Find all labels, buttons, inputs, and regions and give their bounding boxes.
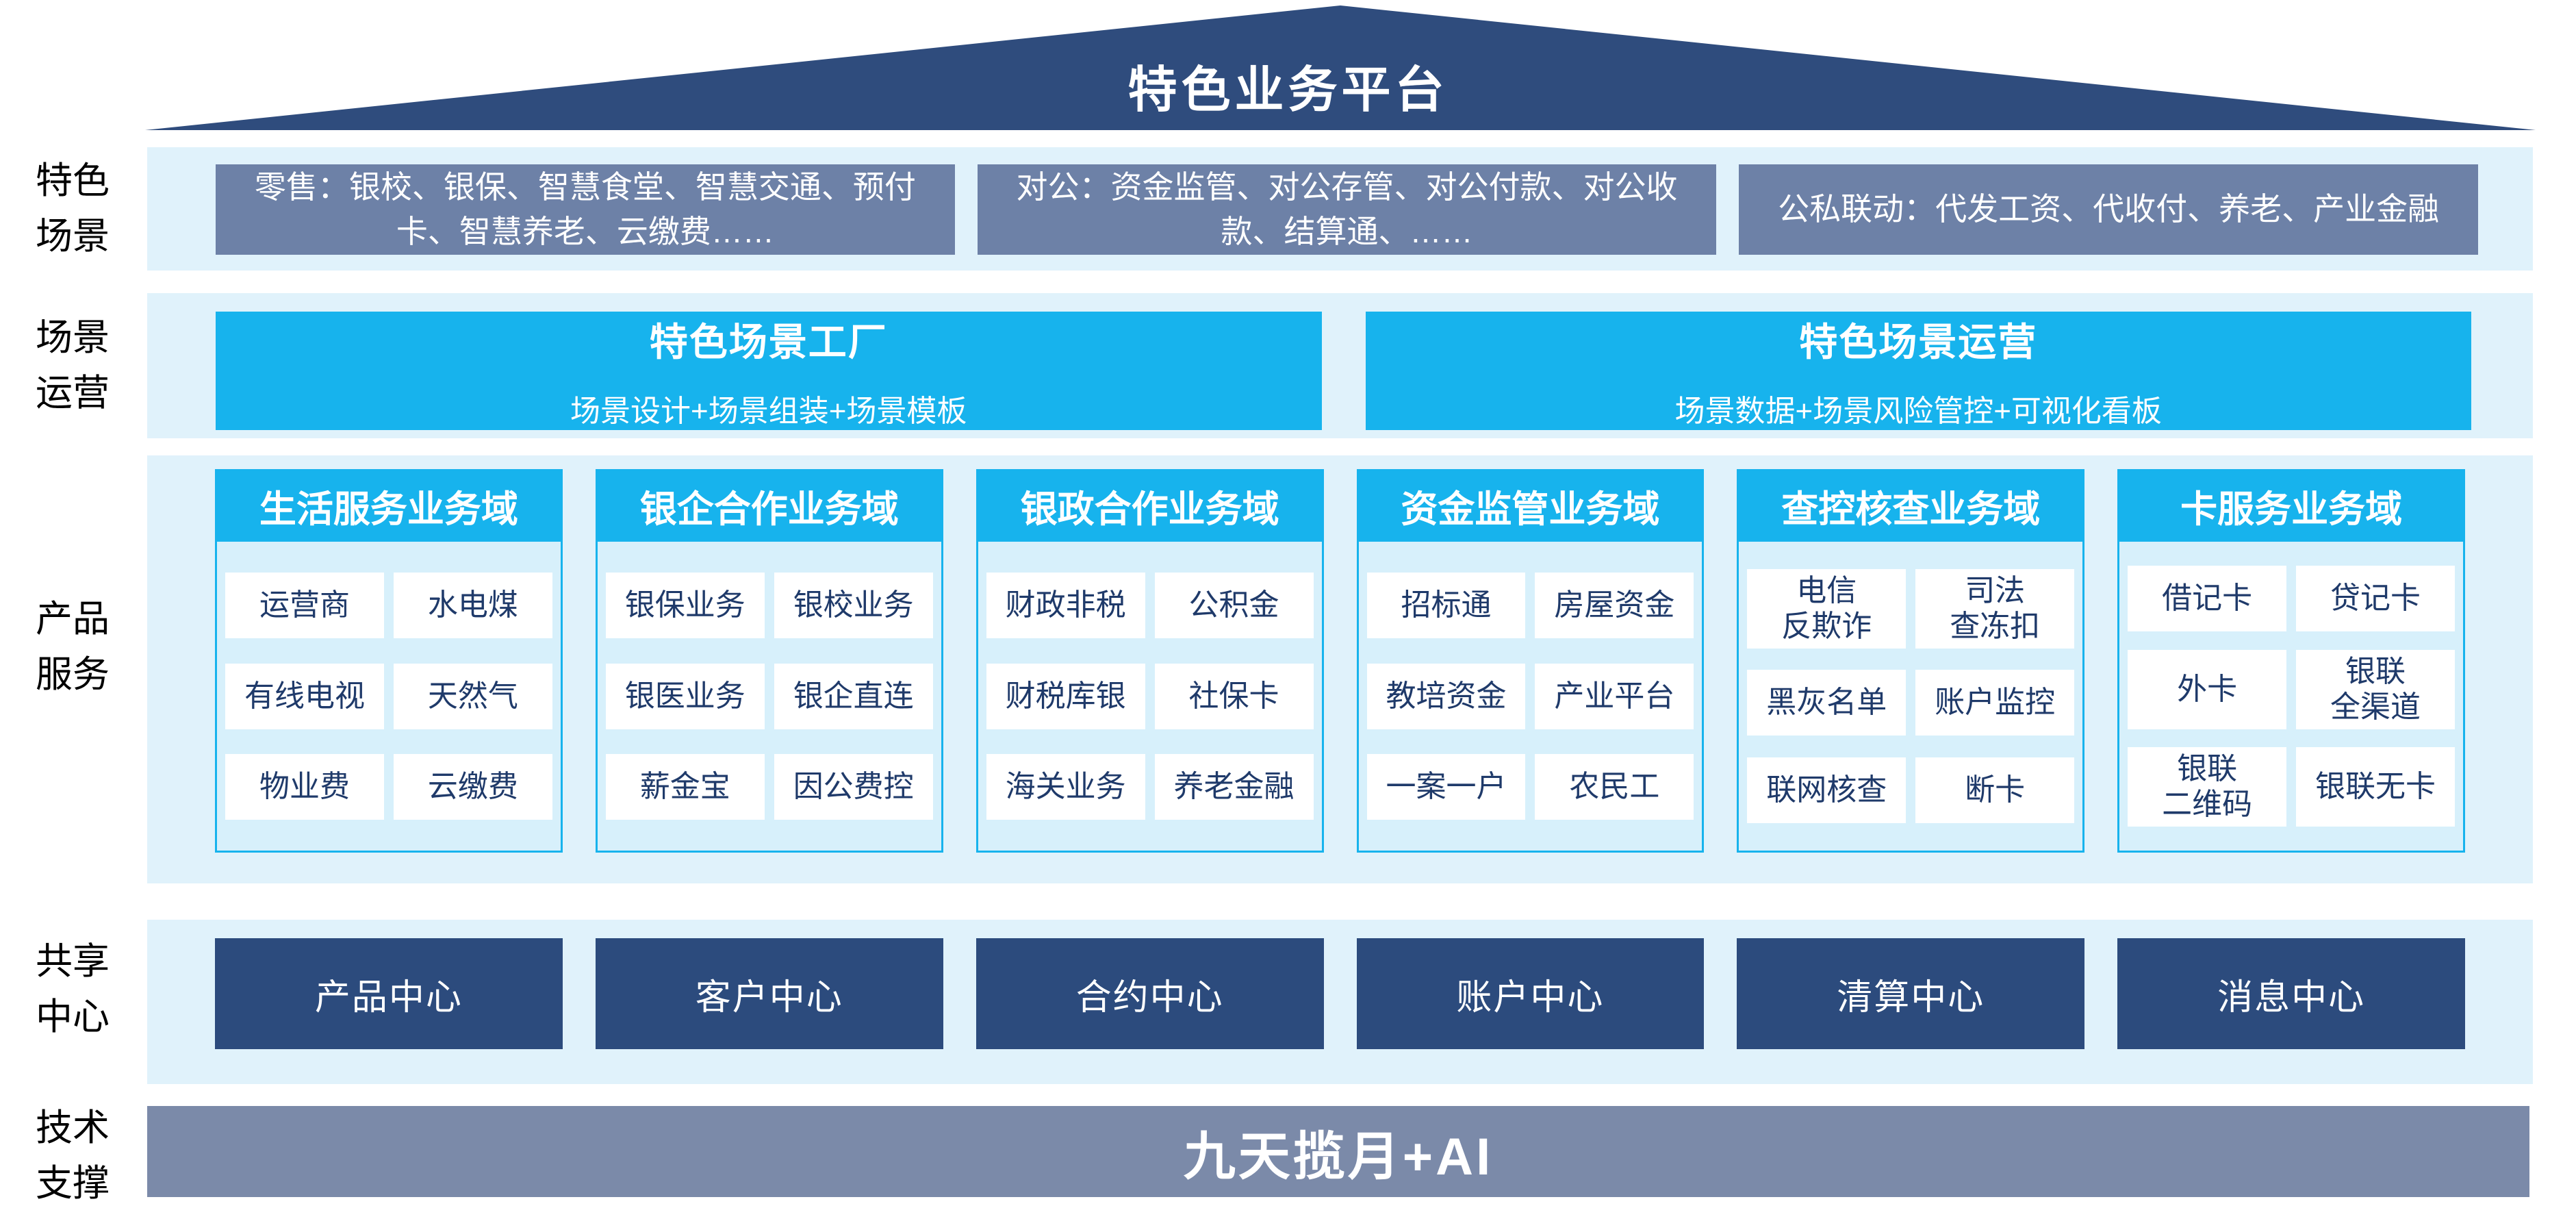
scenario-factory-box: 特色场景工厂 场景设计+场景组装+场景模板 — [216, 312, 1322, 430]
domain-item: 外卡 — [2128, 649, 2287, 729]
platform-title: 特色业务平台 — [1127, 63, 1449, 118]
domain-item: 天然气 — [393, 663, 552, 729]
domain-body: 借记卡 贷记卡 外卡 银联 全渠道 银联 二维码 银联无卡 — [2117, 542, 2465, 853]
domain-item: 银校业务 — [774, 572, 933, 638]
domain-item: 养老金融 — [1154, 754, 1314, 820]
domain-item: 联网核查 — [1747, 757, 1907, 824]
scenario-box-corporate: 对公：资金监管、对公存管、对公付款、对公收款、结算通、…… — [977, 164, 1717, 255]
domain-item: 教培资金 — [1366, 663, 1526, 729]
domain-header: 查控核查业务域 — [1737, 469, 2085, 542]
domain-item: 水电煤 — [393, 572, 552, 638]
scenario-operation-title: 特色场景运营 — [1799, 320, 2038, 364]
center-box-customer: 客户中心 — [595, 938, 943, 1049]
domain-item: 断卡 — [1915, 757, 2075, 824]
domain-item: 黑灰名单 — [1747, 670, 1907, 736]
scenario-factory-title: 特色场景工厂 — [649, 320, 888, 364]
domain-item: 运营商 — [225, 572, 384, 638]
domain-item: 账户监控 — [1915, 670, 2075, 736]
domain-item: 贷记卡 — [2296, 565, 2455, 631]
center-box-message: 消息中心 — [2117, 938, 2465, 1049]
domain-header: 银政合作业务域 — [975, 469, 1324, 542]
center-box-account: 账户中心 — [1356, 938, 1705, 1049]
domain-item: 云缴费 — [393, 754, 552, 820]
domain-item: 借记卡 — [2128, 565, 2287, 631]
domain-body: 电信 反欺诈 司法 查冻扣 黑灰名单 账户监控 联网核查 断卡 — [1737, 542, 2085, 853]
domain-header: 卡服务业务域 — [2117, 469, 2465, 542]
domain-header: 生活服务业务域 — [215, 469, 563, 542]
domain-item: 银联 全渠道 — [2296, 649, 2455, 729]
domain-body: 银保业务 银校业务 银医业务 银企直连 薪金宝 因公费控 — [595, 542, 943, 853]
domain-body: 招标通 房屋资金 教培资金 产业平台 一案一户 农民工 — [1356, 542, 1705, 853]
domain-inquiry-verification: 查控核查业务域 电信 反欺诈 司法 查冻扣 黑灰名单 账户监控 联网核查 断卡 — [1737, 469, 2085, 853]
domain-item: 因公费控 — [774, 754, 933, 820]
domain-life-services: 生活服务业务域 运营商 水电煤 有线电视 天然气 物业费 云缴费 — [215, 469, 563, 853]
scenario-box-public-private: 公私联动：代发工资、代收付、养老、产业金融 — [1739, 164, 2478, 255]
domain-item: 社保卡 — [1154, 663, 1314, 729]
domain-item: 招标通 — [1366, 572, 1526, 638]
domain-item: 房屋资金 — [1535, 572, 1694, 638]
domain-item: 财政非税 — [986, 572, 1145, 638]
scenario-factory-subtitle: 场景设计+场景组装+场景模板 — [570, 394, 967, 428]
scenario-band: 零售：银校、银保、智慧食堂、智慧交通、预付卡、智慧养老、云缴费…… 对公：资金监… — [147, 147, 2533, 271]
center-box-clearing: 清算中心 — [1737, 938, 2085, 1049]
domain-item: 一案一户 — [1366, 754, 1526, 820]
domain-item: 农民工 — [1535, 754, 1694, 820]
center-box-contract: 合约中心 — [975, 938, 1324, 1049]
scenario-box-retail: 零售：银校、银保、智慧食堂、智慧交通、预付卡、智慧养老、云缴费…… — [216, 164, 955, 255]
tech-support-label: 九天揽月+AI — [1183, 1127, 1494, 1186]
domain-item: 银保业务 — [605, 572, 765, 638]
side-label-products: 产品 服务 — [36, 599, 110, 695]
side-label-centers: 共享 中心 — [36, 941, 110, 1038]
domain-item: 银医业务 — [605, 663, 765, 729]
domain-fund-supervision: 资金监管业务域 招标通 房屋资金 教培资金 产业平台 一案一户 农民工 — [1356, 469, 1705, 853]
side-label-scenarios: 特色 场景 — [36, 160, 110, 257]
scenario-operation-subtitle: 场景数据+场景风险管控+可视化看板 — [1674, 394, 2162, 428]
center-band: 产品中心 客户中心 合约中心 账户中心 清算中心 消息中心 — [147, 920, 2533, 1084]
domain-item: 银企直连 — [774, 663, 933, 729]
center-box-product: 产品中心 — [215, 938, 563, 1049]
domain-item: 产业平台 — [1535, 663, 1694, 729]
domain-item: 电信 反欺诈 — [1747, 568, 1907, 649]
side-label-tech: 技术 支撑 — [36, 1107, 110, 1204]
domain-item: 海关业务 — [986, 754, 1145, 820]
domain-header: 银企合作业务域 — [595, 469, 943, 542]
domain-bank-government: 银政合作业务域 财政非税 公积金 财税库银 社保卡 海关业务 养老金融 — [975, 469, 1324, 853]
domain-bank-enterprise: 银企合作业务域 银保业务 银校业务 银医业务 银企直连 薪金宝 因公费控 — [595, 469, 943, 853]
domain-item: 薪金宝 — [605, 754, 765, 820]
domain-card-services: 卡服务业务域 借记卡 贷记卡 外卡 银联 全渠道 银联 二维码 银联无卡 — [2117, 469, 2465, 853]
domain-item: 财税库银 — [986, 663, 1145, 729]
domain-item: 司法 查冻扣 — [1915, 568, 2075, 649]
domain-item: 有线电视 — [225, 663, 384, 729]
domain-item: 银联无卡 — [2296, 747, 2455, 827]
domain-body: 财政非税 公积金 财税库银 社保卡 海关业务 养老金融 — [975, 542, 1324, 853]
product-band: 生活服务业务域 运营商 水电煤 有线电视 天然气 物业费 云缴费 银企合作业务域 — [147, 455, 2533, 883]
domain-item: 物业费 — [225, 754, 384, 820]
scenario-operation-box: 特色场景运营 场景数据+场景风险管控+可视化看板 — [1365, 312, 2471, 430]
domain-body: 运营商 水电煤 有线电视 天然气 物业费 云缴费 — [215, 542, 563, 853]
operation-band: 特色场景工厂 场景设计+场景组装+场景模板 特色场景运营 场景数据+场景风险管控… — [147, 293, 2533, 438]
side-label-operations: 场景 运营 — [36, 317, 110, 414]
tech-support-bar: 九天揽月+AI — [147, 1106, 2529, 1197]
domain-item: 公积金 — [1154, 572, 1314, 638]
domain-item: 银联 二维码 — [2128, 747, 2287, 827]
domain-header: 资金监管业务域 — [1356, 469, 1705, 542]
